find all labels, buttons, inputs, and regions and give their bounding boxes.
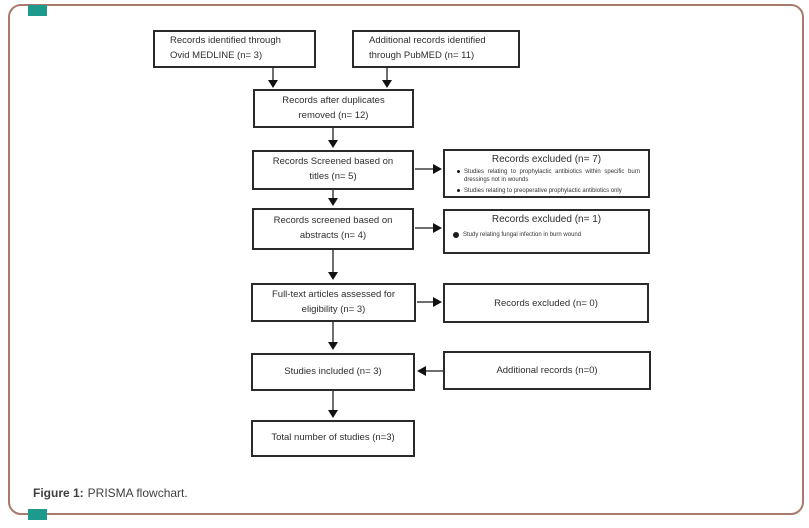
box-fulltext-assessed: Full-text articles assessed for eligibil… <box>251 283 416 322</box>
figure-caption-label: Figure 1: <box>33 486 84 500</box>
box-additional-records-pubmed-label: Additional records identified through Pu… <box>369 35 486 61</box>
box-studies-included-label: Studies included (n= 3) <box>284 365 382 377</box>
box-total-studies-label: Total number of studies (n=3) <box>271 432 395 444</box>
box-screened-titles: Records Screened based on titles (n= 5) <box>252 150 414 190</box>
box-total-studies: Total number of studies (n=3) <box>251 420 415 457</box>
bullet-item-text: Studies relating to preoperative prophyl… <box>464 187 622 194</box>
bullet-item: Study relating fungal infection in burn … <box>453 231 640 239</box>
arrowhead-down-icon <box>328 272 338 280</box>
connector-included-to-total <box>332 391 334 411</box>
connector-merge-to-titles <box>332 128 334 141</box>
arrowhead-right-icon <box>433 223 442 233</box>
bullet-item: Studies relating to prophylactic antibio… <box>457 168 640 185</box>
box-excluded-abstracts-heading: Records excluded (n= 1) <box>491 214 602 225</box>
box-additional-records-zero-label: Additional records (n=0) <box>496 365 598 376</box>
box-screened-titles-label: Records Screened based on titles (n= 5) <box>272 156 394 182</box>
figure-caption-text: PRISMA flowchart. <box>87 486 188 500</box>
box-records-identified-medline-label: Records identified through Ovid MEDLINE … <box>170 35 281 61</box>
bullet-dot-icon <box>457 188 460 192</box>
connector-fulltext-to-excluded <box>417 301 434 303</box>
arrowhead-down-icon <box>268 80 278 88</box>
bullet-dot-icon <box>457 170 460 173</box>
arrowhead-right-icon <box>433 164 442 174</box>
box-additional-records-pubmed: Additional records identified through Pu… <box>352 30 520 68</box>
bullet-item: Studies relating to preoperative prophyl… <box>457 187 640 195</box>
box-records-identified-medline: Records identified through Ovid MEDLINE … <box>153 30 316 68</box>
box-excluded-titles-heading: Records excluded (n= 7) <box>491 154 602 165</box>
teal-accent-mark-bottom <box>28 509 47 520</box>
box-fulltext-assessed-label: Full-text articles assessed for eligibil… <box>271 288 395 315</box>
box-duplicates-removed: Records after duplicates removed (n= 12) <box>253 89 414 128</box>
teal-accent-mark-top <box>28 5 47 16</box>
bullet-item-text: Study relating fungal infection in burn … <box>463 232 582 238</box>
box-excluded-abstracts: Records excluded (n= 1) Study relating f… <box>443 209 650 254</box>
arrowhead-down-icon <box>328 410 338 418</box>
box-studies-included: Studies included (n= 3) <box>251 353 415 391</box>
box-screened-abstracts: Records screened based on abstracts (n= … <box>252 208 414 250</box>
figure-caption: Figure 1:PRISMA flowchart. <box>33 486 188 500</box>
arrowhead-down-icon <box>328 140 338 148</box>
connector-fulltext-to-included <box>332 322 334 343</box>
box-duplicates-removed-label: Records after duplicates removed (n= 12) <box>282 94 385 121</box>
box-excluded-fulltext: Records excluded (n= 0) <box>443 283 649 323</box>
arrowhead-down-icon <box>382 80 392 88</box>
box-additional-records-zero: Additional records (n=0) <box>443 351 651 390</box>
connector-additional-to-included <box>426 370 443 372</box>
box-excluded-titles: Records excluded (n= 7) Studies relating… <box>443 149 650 198</box>
box-excluded-fulltext-label: Records excluded (n= 0) <box>494 297 598 309</box>
excluded-titles-bullet-list: Studies relating to prophylactic antibio… <box>457 168 640 195</box>
arrowhead-down-icon <box>328 198 338 206</box>
bullet-dot-icon <box>453 232 459 238</box>
arrowhead-right-icon <box>433 297 442 307</box>
connector-titles-to-excluded <box>415 168 434 170</box>
bullet-item-text: Studies relating to prophylactic antibio… <box>464 169 640 184</box>
connector-pubmed-to-merge <box>386 68 388 81</box>
box-screened-abstracts-label: Records screened based on abstracts (n= … <box>273 215 393 241</box>
excluded-abstracts-bullet-list: Study relating fungal infection in burn … <box>453 231 640 239</box>
arrowhead-down-icon <box>328 342 338 350</box>
connector-abstracts-to-fulltext <box>332 250 334 273</box>
connector-titles-to-abstracts <box>332 190 334 199</box>
arrowhead-left-icon <box>417 366 426 376</box>
connector-abstracts-to-excluded <box>415 227 434 229</box>
connector-medline-to-merge <box>272 68 274 81</box>
